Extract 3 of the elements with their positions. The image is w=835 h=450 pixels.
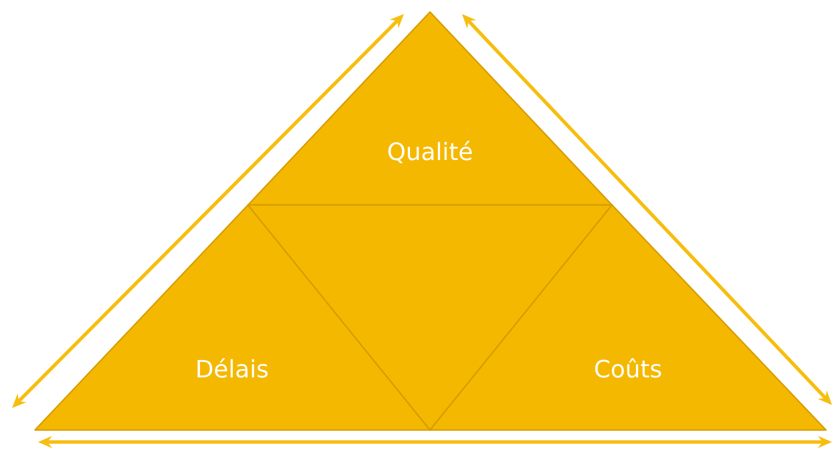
triangle: Délais bbox=[34, 204, 431, 431]
triangle: Coûts bbox=[429, 204, 827, 431]
triangle: Qualité bbox=[247, 11, 613, 206]
